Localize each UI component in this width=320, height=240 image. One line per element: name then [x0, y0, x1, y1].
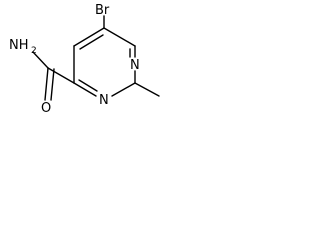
- bond-c2-methyl: [134, 82, 160, 97]
- bond-c2-n3: [111, 82, 136, 97]
- bond-n3-c4-double: [78, 79, 98, 92]
- bond-carbonyl-n: [32, 51, 49, 69]
- bond-c5-c6: [103, 27, 136, 47]
- bond-c4-c5-top: [73, 27, 105, 47]
- bond-carbonyl-o-b: [50, 68, 55, 101]
- atom-bromine: Br: [95, 3, 110, 18]
- atom-ring-nitrogen-3: N: [99, 93, 109, 108]
- bond-c5-c4-inner: [79, 34, 104, 50]
- amide-nitrogen-label: NH: [9, 38, 29, 53]
- atom-amide-nitrogen: NH 2: [9, 38, 37, 56]
- chemical-structure: Br N N O NH 2: [9, 3, 160, 116]
- atom-carbonyl-oxygen: O: [41, 101, 51, 116]
- bond-n3-c4-single: [73, 82, 97, 97]
- bond-c4-carbonyl: [47, 67, 75, 84]
- atom-ring-nitrogen-1: N: [130, 58, 140, 73]
- bond-carbonyl-o-a: [44, 67, 49, 101]
- amide-nitrogen-subscript: 2: [31, 46, 37, 56]
